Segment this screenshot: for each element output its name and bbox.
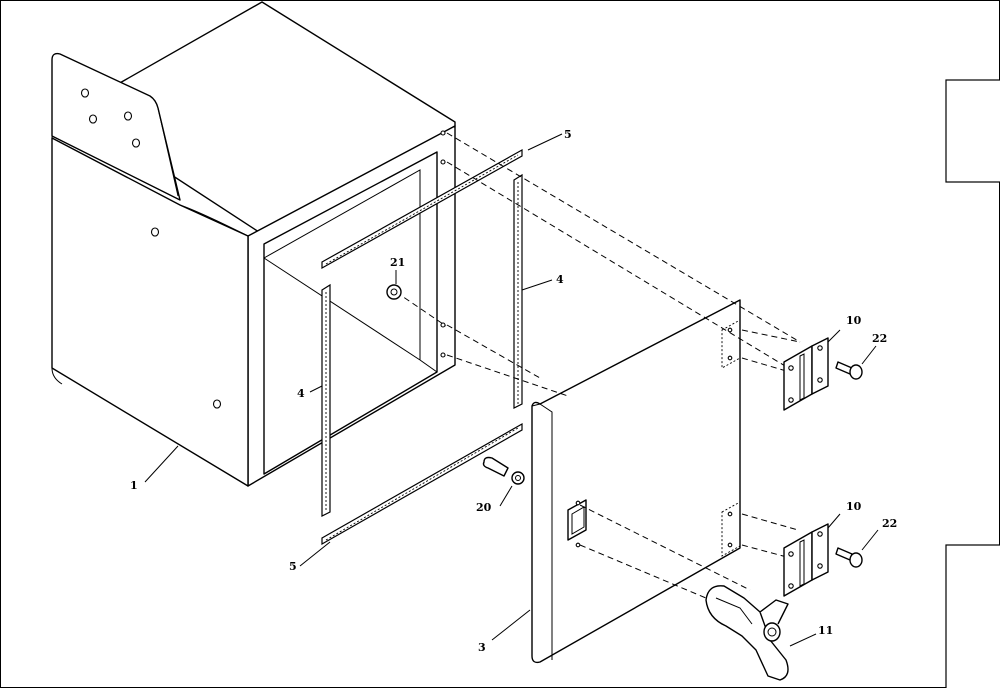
callout-5-top: 5 [564, 128, 572, 141]
seal-strip-right-vertical [513, 173, 523, 409]
callout-10-upper: 10 [846, 314, 862, 327]
callout-4-left: 4 [297, 387, 305, 400]
cabinet-body [51, 1, 456, 487]
side-tab-top [945, 79, 1000, 183]
callout-22-upper: 22 [872, 332, 887, 345]
seal-strip-top [321, 148, 523, 270]
callout-20: 20 [476, 501, 492, 514]
callout-5-bottom: 5 [289, 560, 297, 573]
seal-strip-left-vertical [321, 283, 331, 517]
callout-3: 3 [478, 641, 486, 654]
bolt-20 [482, 456, 525, 485]
leader-lines [144, 133, 879, 647]
hinge-lower [783, 523, 829, 597]
nut-21 [386, 284, 402, 300]
screw-upper [835, 361, 863, 380]
screw-lower [835, 547, 863, 568]
side-tab-bottom [945, 544, 1000, 691]
callout-21: 21 [390, 256, 405, 269]
callout-4-right: 4 [556, 273, 564, 286]
hinge-upper [783, 337, 829, 411]
callout-1: 1 [130, 479, 138, 492]
door-panel [531, 299, 741, 664]
callout-11: 11 [818, 624, 833, 637]
callout-10-lower: 10 [846, 500, 862, 513]
callout-22-lower: 22 [882, 517, 897, 530]
seal-strip-bottom [321, 422, 523, 546]
latch-handle [705, 585, 789, 681]
